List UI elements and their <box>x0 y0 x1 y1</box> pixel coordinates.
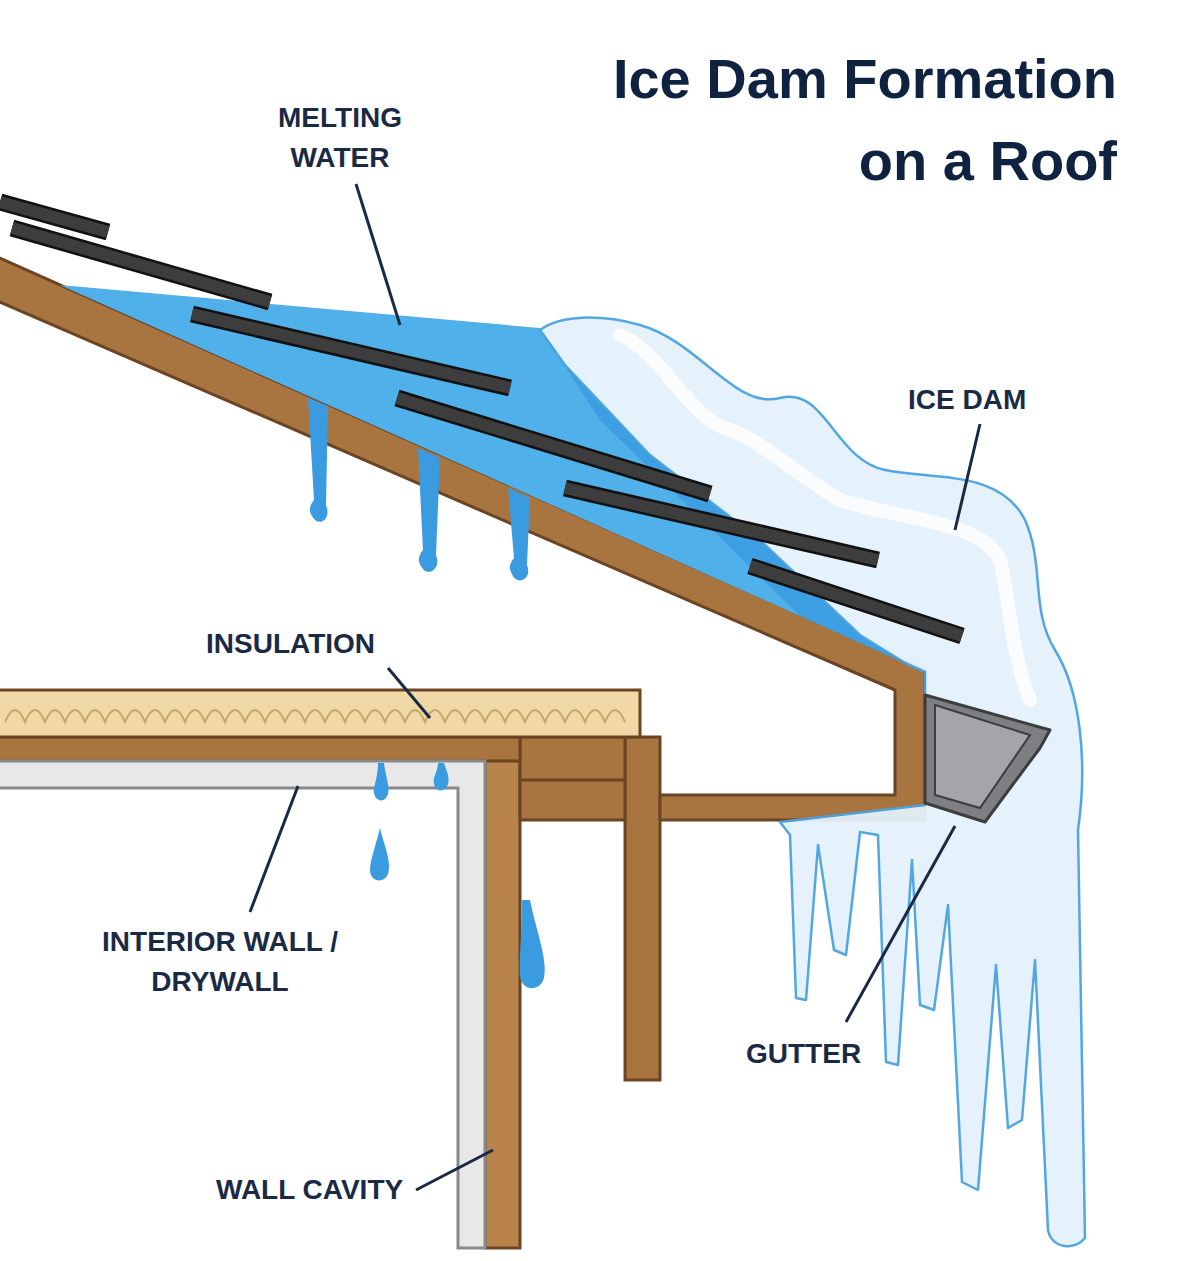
wall-cavity-stud <box>485 737 520 1248</box>
wall-cavity-label: WALL CAVITY <box>216 1170 403 1210</box>
shingles <box>0 202 962 636</box>
ice-dam <box>540 318 1085 1247</box>
gutter <box>925 695 1050 822</box>
gutter-inner <box>935 705 1030 808</box>
insulation-texture <box>5 710 625 722</box>
ice-dam-label: ICE DAM <box>908 380 1026 420</box>
drywall-label: INTERIOR WALL / DRYWALL <box>75 922 365 1002</box>
top-plate <box>520 737 625 820</box>
water-label: MELTING WATER <box>255 98 425 178</box>
plate-line <box>520 779 625 782</box>
insulation-label: INSULATION <box>206 624 375 664</box>
leader-lines <box>250 184 980 1190</box>
gutter-label: GUTTER <box>746 1034 861 1074</box>
drywall <box>0 761 485 1248</box>
wall-stud <box>625 737 660 1080</box>
insulation <box>0 690 640 737</box>
roof-rafter <box>0 256 925 820</box>
diagram-title: Ice Dam Formation on a Roof <box>557 38 1117 202</box>
ceiling-joist <box>0 737 520 761</box>
water-drips <box>308 398 545 988</box>
